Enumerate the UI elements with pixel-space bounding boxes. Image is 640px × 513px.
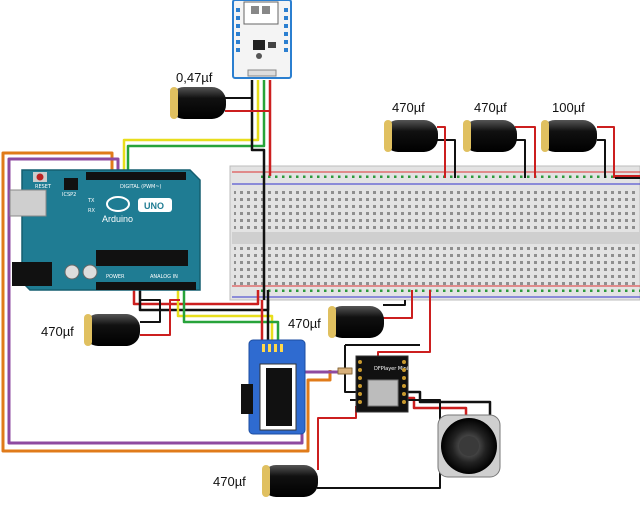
- oled-module-icon: [241, 339, 306, 435]
- capacitor-047: [170, 87, 226, 119]
- wire-green-top: [126, 80, 266, 170]
- label-cap-top2: 470µf: [474, 100, 507, 115]
- label-cap-bottom: 470µf: [213, 474, 246, 489]
- analog-label: ANALOG IN: [150, 274, 178, 280]
- label-cap-top3: 100µf: [552, 100, 585, 115]
- capacitor-top-1: [384, 120, 438, 152]
- capacitor-top-2: [463, 120, 517, 152]
- capacitor-top-3: [541, 120, 597, 152]
- rx-label: RX: [88, 208, 95, 214]
- wifi-module-icon: [232, 0, 292, 79]
- capacitor-bottom: [262, 465, 318, 497]
- wire-black-top: [250, 80, 266, 300]
- label-cap-047: 0,47µf: [176, 70, 213, 85]
- tx-label: TX: [87, 198, 95, 204]
- resistor: [337, 367, 353, 375]
- wire-red-5v: [132, 290, 260, 306]
- dfplayer-label: DFPlayer Mini: [374, 366, 408, 372]
- brand-label: Arduino: [102, 214, 133, 224]
- arduino-uno-board: RESET ICSP2 UNO Arduino DIGITAL (PWM~) T…: [9, 169, 201, 291]
- label-cap-top1: 470µf: [392, 100, 425, 115]
- label-cap-mid: 470µf: [288, 316, 321, 331]
- capacitor-mid: [328, 306, 384, 338]
- icsp-label: ICSP2: [62, 192, 76, 198]
- capacitor-left: [84, 314, 140, 346]
- model-label: UNO: [144, 201, 164, 211]
- breadboard: [229, 165, 640, 301]
- reset-label: RESET: [35, 184, 52, 190]
- power-label: POWER: [106, 274, 125, 280]
- dfplayer-mini-module: DFPlayer Mini: [355, 355, 409, 413]
- speaker-icon: [437, 414, 501, 478]
- wire-yellow-oled: [176, 290, 274, 340]
- digital-label: DIGITAL (PWM~): [120, 184, 162, 190]
- wire-green-oled: [182, 290, 280, 340]
- label-cap-left: 470µf: [41, 324, 74, 339]
- wire-orange: [1, 151, 332, 453]
